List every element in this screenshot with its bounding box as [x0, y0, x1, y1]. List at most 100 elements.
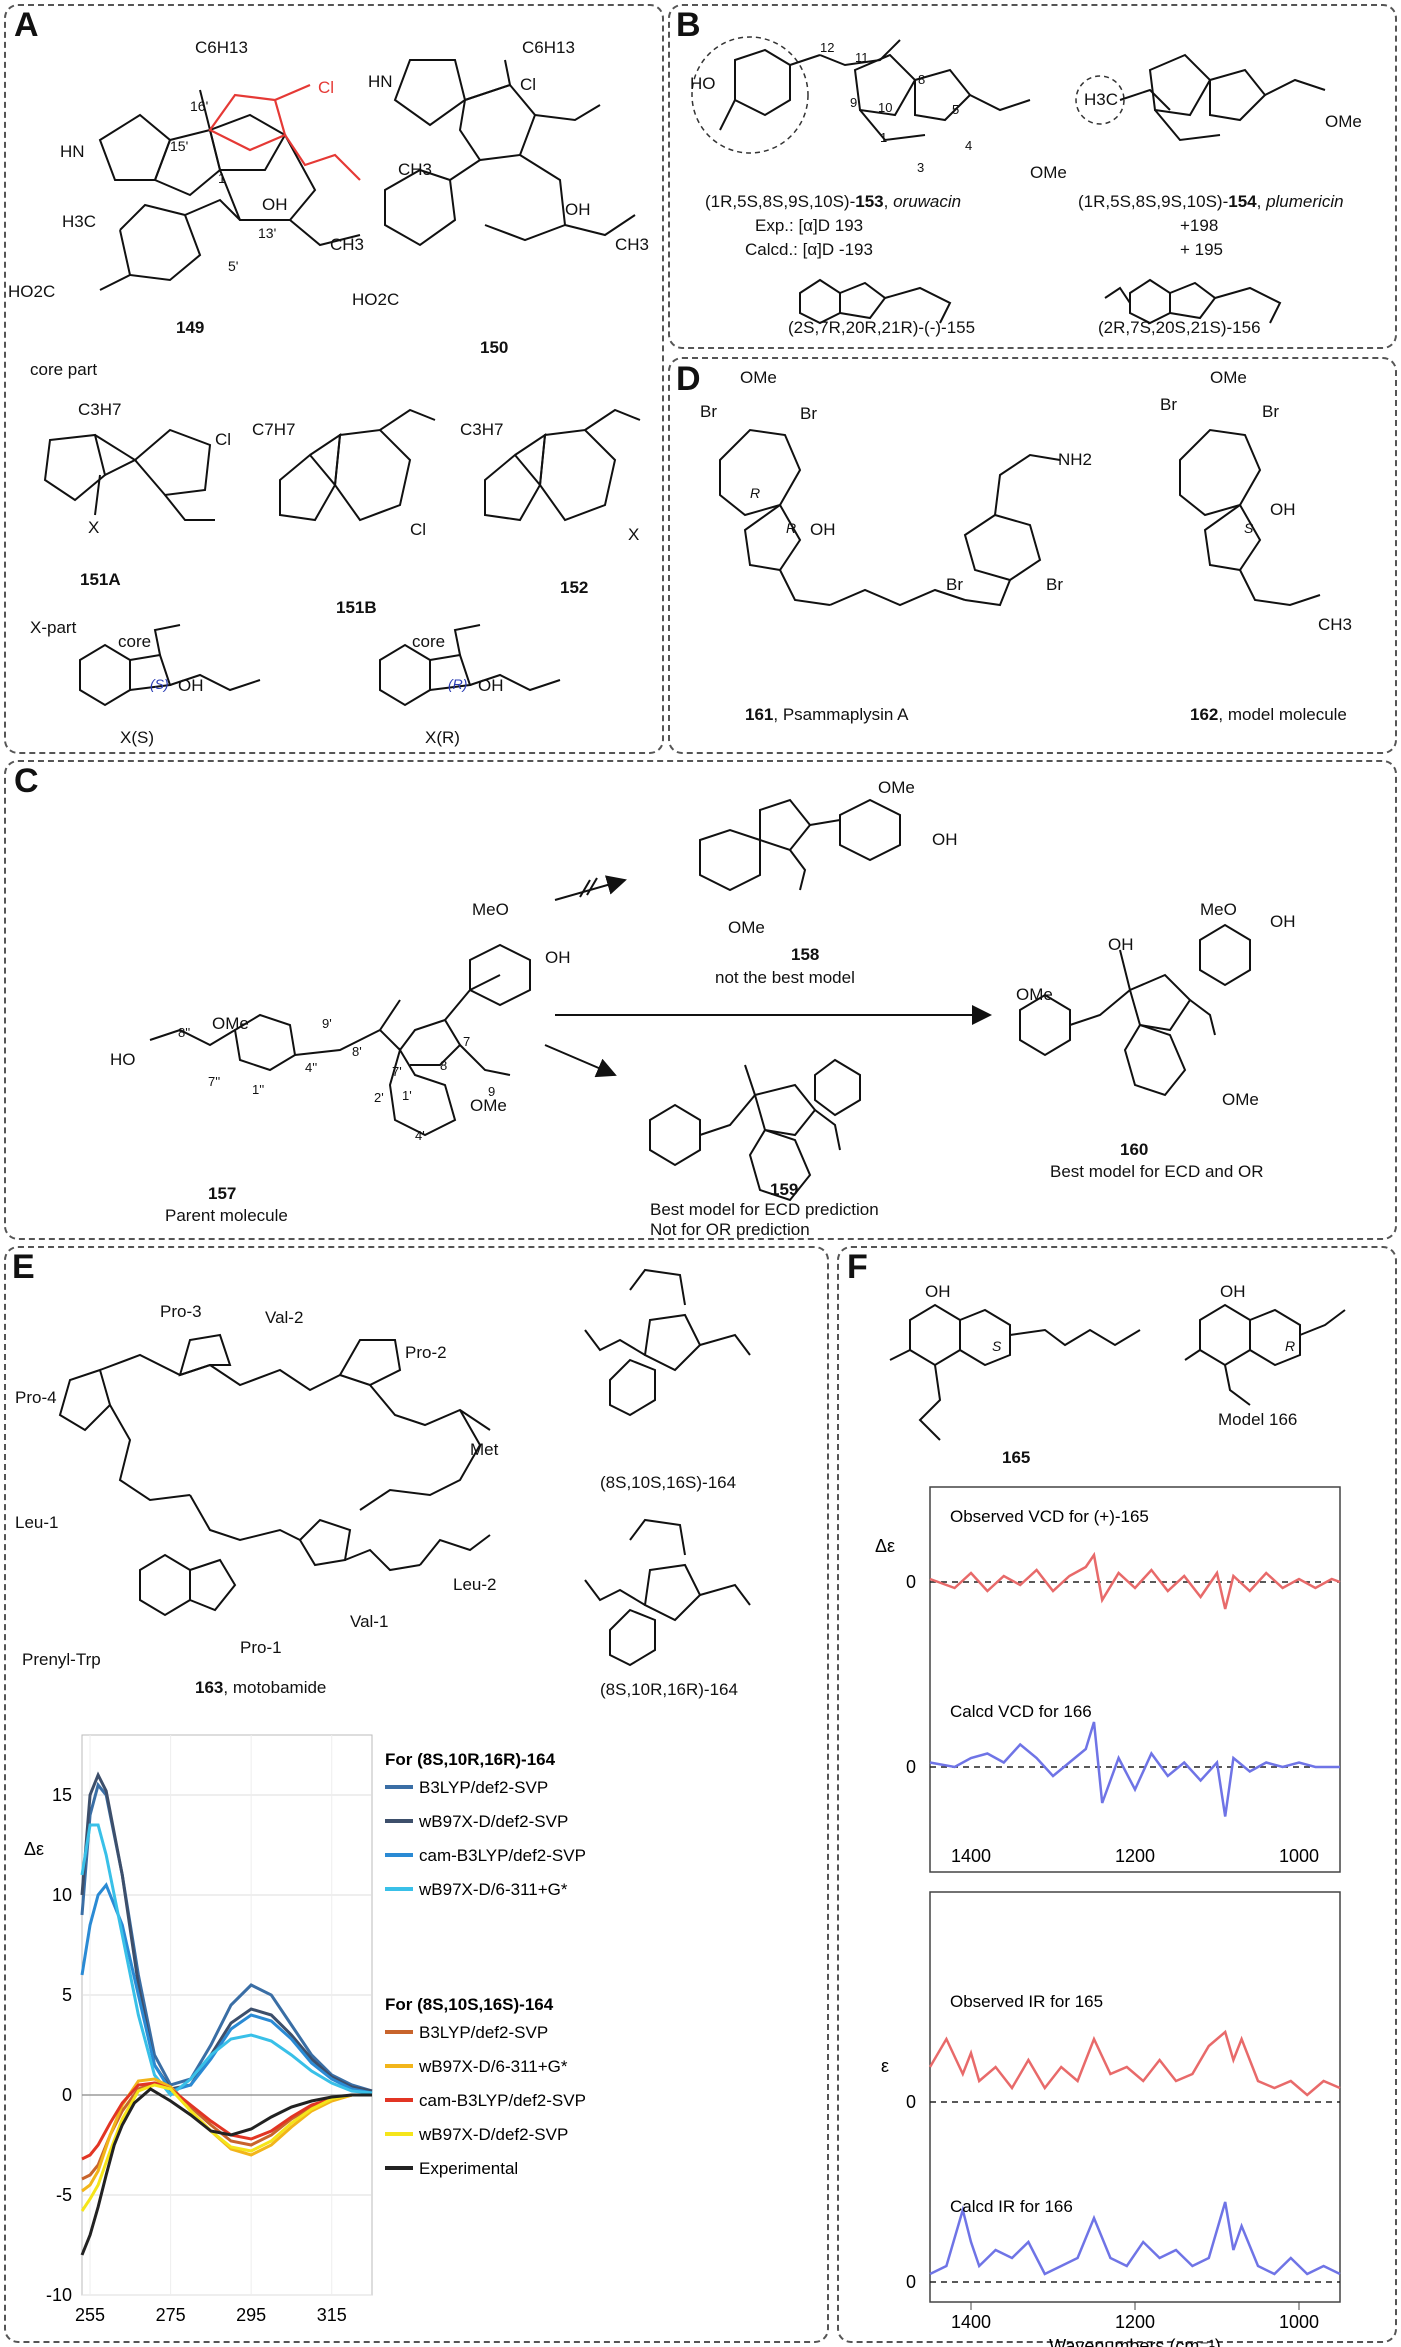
structure-164-rr: [584, 1518, 751, 1667]
atom-br-161d: Br: [1046, 575, 1063, 594]
config-153-stereo: (1R,5S,8S,9S,10S)-: [705, 192, 856, 211]
residue-pro4: Pro-4: [15, 1388, 57, 1407]
atom-ome-158a: OMe: [878, 778, 915, 797]
panel-f: [837, 1246, 1397, 2343]
ecd-series-line-6: [81, 2081, 372, 2161]
atom-hn: HN: [60, 142, 85, 161]
compound-151a: 151A: [80, 570, 121, 589]
atom-cl-151b: Cl: [410, 520, 427, 539]
structure-154: [1075, 53, 1326, 142]
atom-oh-150: OH: [565, 200, 591, 219]
spectrum-xtick-bottom-2: 1000: [1279, 2312, 1319, 2332]
atom-meo-157: MeO: [472, 900, 509, 919]
calcd-alpha-154: + 195: [1180, 240, 1224, 259]
atom-oh-160b: OH: [1108, 935, 1134, 954]
atom-h3c: H3C: [62, 212, 97, 231]
atom-ome-160a: OMe: [1016, 985, 1053, 1004]
exp-alpha-153: Exp.: [α]D 193: [755, 216, 864, 235]
config-154-name: plumericin: [1266, 192, 1344, 211]
atom-ho2c: HO2C: [8, 282, 56, 301]
atom-ch3-162: CH3: [1318, 615, 1353, 634]
atom-c3h7-151a: C3H7: [78, 400, 122, 419]
spectrum-title-0: Observed VCD for (+)-165: [950, 1507, 1149, 1526]
x-part-label: X-part: [30, 618, 77, 637]
atom-5p: 5': [228, 258, 239, 274]
atom-8-153: 8: [918, 72, 926, 87]
spectrum-line-1: [929, 1721, 1340, 1817]
residue-val1: Val-1: [350, 1612, 389, 1631]
ecd-ytick-1: -5: [56, 2185, 72, 2205]
atom-r2-161: R: [786, 520, 797, 536]
atom-8pp: 8'': [178, 1025, 191, 1040]
compound-163-num: 163: [195, 1678, 224, 1697]
structure-162: [1179, 428, 1321, 607]
ecd-series-line-0: [80, 1781, 373, 2093]
atom-br-161a: Br: [700, 402, 717, 421]
ecd-ytick-2: 0: [62, 2085, 72, 2105]
atom-11-153: 11: [855, 50, 869, 65]
atom-x-152: X: [628, 525, 640, 544]
atom-7pp: 7'': [208, 1074, 221, 1089]
ecd-legend-label-7: wB97X-D/def2-SVP: [418, 2125, 568, 2144]
ecd-legend-title-2: For (8S,10S,16S)-164: [385, 1995, 554, 2014]
spectrum-ylabel-2: ε: [881, 2056, 889, 2076]
atom-2p: 2': [374, 1090, 384, 1105]
panel-d: [668, 357, 1397, 754]
atom-5-153: 5: [952, 102, 960, 117]
compound-162: 162, model molecule: [1190, 705, 1347, 724]
structure-156-rings: [1104, 278, 1282, 325]
atom-8-157: 8: [440, 1058, 448, 1073]
spectrum-line-0: [929, 1551, 1341, 1610]
ecd-legend-label-4: B3LYP/def2-SVP: [419, 2023, 548, 2042]
compound-166: Model 166: [1218, 1410, 1298, 1429]
compound-158-desc: not the best model: [715, 968, 855, 987]
ecd-legend-label-2: cam-B3LYP/def2-SVP: [419, 1846, 586, 1865]
compound-152: 152: [560, 578, 589, 597]
structure-161: [719, 428, 1061, 607]
atom-br-161b: Br: [800, 404, 817, 423]
residue-leu2: Leu-2: [453, 1575, 497, 1594]
compound-165: 165: [1002, 1448, 1031, 1467]
ecd-ytick-5: 15: [52, 1785, 72, 1805]
atom-ome-157b: OMe: [470, 1096, 507, 1115]
compound-162-name: model molecule: [1227, 705, 1347, 724]
label-xs: X(S): [120, 728, 154, 747]
config-155: (2S,7R,20R,21R)-(-)-155: [788, 318, 976, 337]
atom-8p: 8': [352, 1044, 362, 1059]
ecd-legend-title-1: For (8S,10R,16R)-164: [385, 1750, 556, 1769]
spectrum-title-2: Observed IR for 165: [950, 1992, 1103, 2011]
atom-ho-153: HO: [690, 74, 716, 93]
config-153-num: 153: [855, 192, 884, 211]
ecd-xtick-2: 295: [236, 2305, 266, 2325]
residue-prenyl-trp: Prenyl-Trp: [22, 1650, 101, 1669]
compound-159-desc2: Not for OR prediction: [650, 1220, 810, 1239]
structure-x-r: [379, 624, 561, 707]
config-156: (2R,7S,20S,21S)-156: [1098, 318, 1261, 337]
atom-7p: 7': [392, 1064, 402, 1079]
structure-151b: [279, 408, 436, 522]
ecd-legend-label-8: Experimental: [419, 2159, 518, 2178]
atom-oh-157: OH: [545, 948, 571, 967]
structure-149: [98, 83, 361, 291]
atom-br-161c: Br: [946, 575, 963, 594]
structure-159: [649, 1058, 861, 1202]
atom-c6h13-150: C6H13: [522, 38, 575, 57]
atom-oh-xr: OH: [478, 676, 504, 695]
structure-155-rings: [799, 278, 952, 325]
atom-s-xs: (S): [150, 676, 169, 692]
atom-ch3-150a: CH3: [398, 160, 433, 179]
atom-7-157: 7: [463, 1034, 471, 1049]
compound-157: 157: [208, 1184, 237, 1203]
atom-c3h7-152: C3H7: [460, 420, 504, 439]
structure-150: [384, 59, 636, 247]
atom-s-165: S: [992, 1338, 1002, 1354]
atom-hn-150: HN: [368, 72, 393, 91]
ecd-legend-label-5: wB97X-D/6-311+G*: [418, 2057, 568, 2076]
structure-160: [1019, 923, 1251, 1097]
atom-4pp: 4'': [305, 1060, 318, 1075]
compound-163: 163, motobamide: [195, 1678, 327, 1697]
panel-b-label: B: [676, 6, 701, 44]
atom-br-162a: Br: [1160, 395, 1177, 414]
ecd-xtick-0: 255: [75, 2305, 105, 2325]
